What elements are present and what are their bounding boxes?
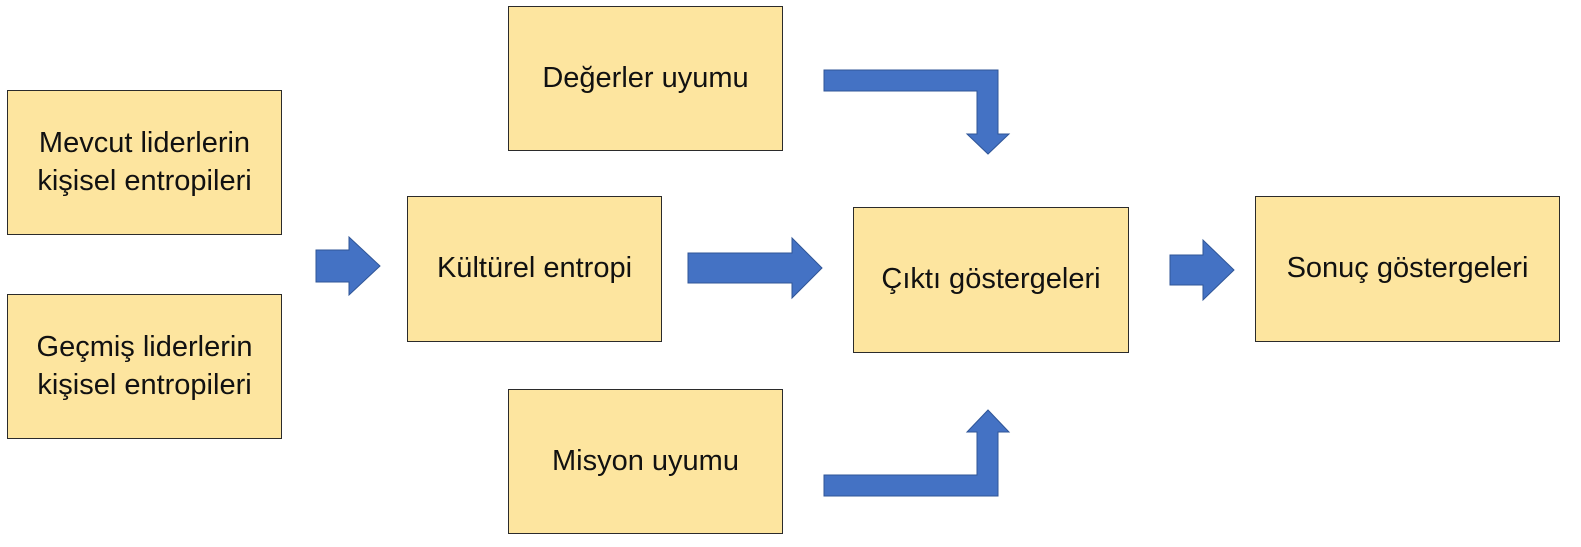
node-output-indicators: Çıktı göstergeleri <box>853 207 1129 353</box>
node-values-alignment: Değerler uyumu <box>508 6 783 151</box>
arrow-right-icon <box>315 235 381 297</box>
node-label: Geçmiş liderlerin kişisel entropileri <box>36 330 253 401</box>
node-past-leaders-entropy: Geçmiş liderlerin kişisel entropileri <box>7 294 282 439</box>
node-label: Kültürel entropi <box>436 252 633 285</box>
node-outcome-indicators: Sonuç göstergeleri <box>1255 196 1560 342</box>
node-label: Sonuç göstergeleri <box>1286 252 1529 285</box>
node-label: Mevcut liderlerin kişisel entropileri <box>37 126 252 197</box>
bent-arrow-down-icon <box>823 69 1011 155</box>
arrow-right-icon <box>687 236 823 300</box>
node-label: Misyon uyumu <box>552 444 739 477</box>
arrow-right-icon <box>1169 238 1235 302</box>
node-mission-alignment: Misyon uyumu <box>508 389 783 534</box>
node-label: Değerler uyumu <box>542 61 749 94</box>
node-current-leaders-entropy: Mevcut liderlerin kişisel entropileri <box>7 90 282 235</box>
node-cultural-entropy: Kültürel entropi <box>407 196 662 342</box>
node-label: Çıktı göstergeleri <box>881 263 1101 296</box>
bent-arrow-up-icon <box>823 409 1011 497</box>
